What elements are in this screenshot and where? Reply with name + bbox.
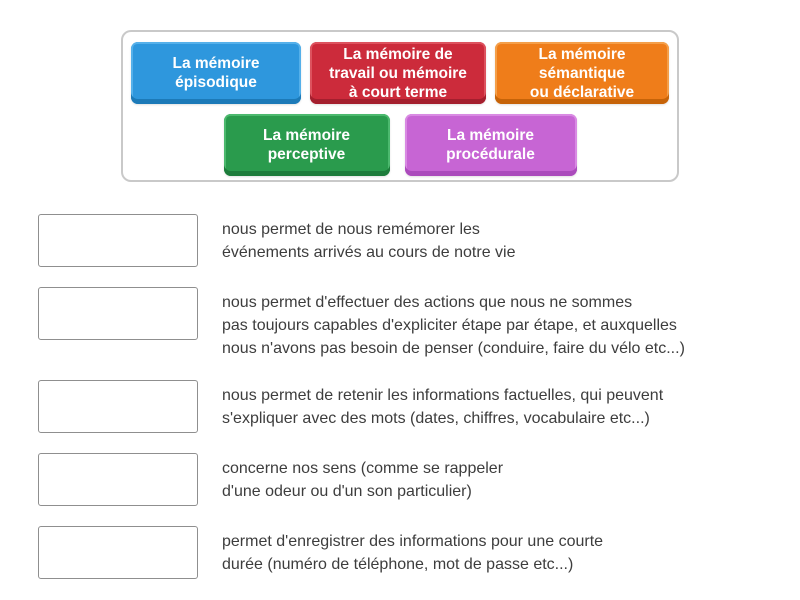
answer-slot-1[interactable] bbox=[38, 214, 198, 267]
word-bank: La mémoire épisodique La mémoire de trav… bbox=[121, 30, 679, 182]
match-row: concerne nos sens (comme se rappeler d'u… bbox=[38, 453, 685, 506]
answer-slot-2[interactable] bbox=[38, 287, 198, 340]
clue-text-2: nous permet d'effectuer des actions que … bbox=[222, 294, 685, 357]
tile-memoire-semantique[interactable]: La mémoire sémantique ou déclarative bbox=[495, 42, 669, 104]
tile-memoire-de-travail[interactable]: La mémoire de travail ou mémoire à court… bbox=[310, 42, 486, 104]
clue-text-3: nous permet de retenir les informations … bbox=[222, 387, 664, 427]
answer-slot-3[interactable] bbox=[38, 380, 198, 433]
match-row: nous permet de retenir les informations … bbox=[38, 380, 685, 433]
clue-text-5: permet d'enregistrer des informations po… bbox=[222, 533, 604, 573]
tile-memoire-episodique[interactable]: La mémoire épisodique bbox=[131, 42, 301, 104]
match-list: nous permet de nous remémorer les événem… bbox=[38, 214, 685, 579]
tile-memoire-procedurale[interactable]: La mémoire procédurale bbox=[404, 114, 577, 176]
match-row: permet d'enregistrer des informations po… bbox=[38, 526, 685, 579]
tile-memoire-perceptive[interactable]: La mémoire perceptive bbox=[223, 114, 390, 176]
match-row: nous permet d'effectuer des actions que … bbox=[38, 287, 685, 360]
answer-slot-5[interactable] bbox=[38, 526, 198, 579]
word-bank-row-2: La mémoire perceptive La mémoire procédu… bbox=[223, 114, 577, 176]
word-bank-row-1: La mémoire épisodique La mémoire de trav… bbox=[131, 42, 669, 104]
clue-text-1: nous permet de nous remémorer les événem… bbox=[222, 221, 516, 261]
clue-text-4: concerne nos sens (comme se rappeler d'u… bbox=[222, 460, 504, 500]
answer-slot-4[interactable] bbox=[38, 453, 198, 506]
match-row: nous permet de nous remémorer les événem… bbox=[38, 214, 685, 267]
